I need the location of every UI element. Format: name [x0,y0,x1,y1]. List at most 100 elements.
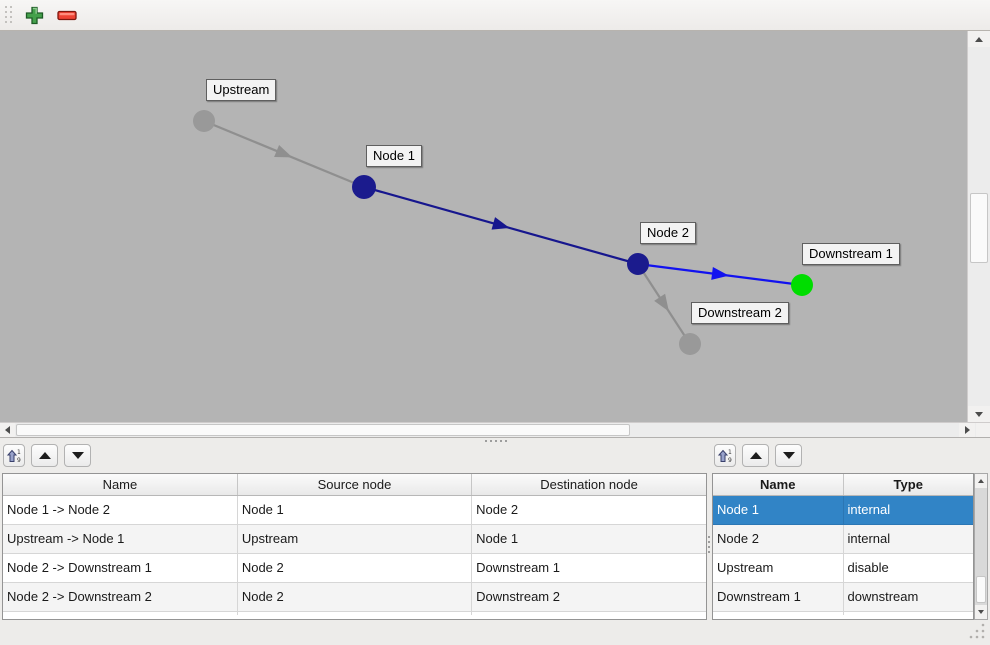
table-cell[interactable]: disable [843,553,973,583]
node-label[interactable]: Downstream 2 [691,302,789,324]
edge-arrow-icon [711,267,729,280]
scrollbar-corner [976,422,990,437]
triangle-up-icon [38,452,51,459]
vertical-scroll-thumb[interactable] [970,193,988,263]
nodes-move-up-button[interactable] [742,444,769,467]
graph-node[interactable] [352,175,376,199]
table-cell[interactable]: Node 2 [237,582,473,612]
table-cell[interactable]: Node 2 [237,553,473,583]
column-header[interactable]: Name [713,474,844,496]
svg-text:1: 1 [728,449,732,456]
table-cell[interactable]: Upstream -> Node 1 [3,524,238,554]
node-label[interactable]: Node 1 [366,145,422,167]
table-cell[interactable]: downstream [843,582,973,612]
graph-node[interactable] [679,333,701,355]
table-cell[interactable]: Node 2 [713,524,844,554]
table-cell[interactable]: Node 2 [471,495,706,525]
window-resize-grip-icon[interactable] [968,622,986,640]
scroll-left-button[interactable] [0,423,15,437]
table-cell[interactable]: Node 1 [237,495,473,525]
svg-text:1: 1 [17,449,21,456]
add-button[interactable] [20,2,48,28]
scroll-down-button[interactable] [968,406,990,422]
toolbar-grip[interactable] [5,6,12,24]
table-cell[interactable]: Node 1 -> Node 2 [3,495,238,525]
triangle-right-icon [964,426,970,434]
table-cell[interactable]: Node 1 [471,524,706,554]
column-header[interactable]: Name [3,474,238,496]
column-header[interactable]: Source node [237,474,473,496]
graph-node[interactable] [791,274,813,296]
graph-node[interactable] [193,110,215,132]
node-label[interactable]: Downstream 1 [802,243,900,265]
triangle-up-icon [975,36,983,42]
triangle-up-icon [749,452,762,459]
graph-node[interactable] [627,253,649,275]
table-cell[interactable]: Upstream [237,524,473,554]
topology-graph [193,110,813,355]
table-cell[interactable]: Upstream [713,553,844,583]
splitter-handle-icon [485,440,507,442]
triangle-down-icon [782,452,795,459]
nodes-sort-button[interactable]: 1 9 [714,444,736,467]
svg-text:9: 9 [17,457,21,464]
minus-icon [57,10,77,20]
edge-arrow-icon [654,293,669,312]
horizontal-splitter[interactable] [0,437,990,444]
triangle-down-icon [975,411,983,417]
column-header[interactable]: Type [843,474,973,496]
nodes-table-scrollbar[interactable] [974,473,988,620]
table-cell[interactable]: Downstream 1 [713,582,844,612]
triangle-left-icon [5,426,10,434]
canvas-vertical-scrollbar[interactable] [967,31,990,422]
horizontal-scroll-thumb[interactable] [16,424,630,436]
scroll-up-button[interactable] [975,474,987,488]
table-cell[interactable]: internal [843,524,973,554]
table-filler-row [3,611,706,615]
node-label[interactable]: Node 2 [640,222,696,244]
vertical-scroll-thumb[interactable] [976,576,986,603]
triangle-up-icon [978,479,984,483]
node-label[interactable]: Upstream [206,79,277,101]
scroll-up-button[interactable] [968,31,990,47]
table-cell[interactable]: Downstream 1 [471,553,706,583]
triangle-down-icon [71,452,84,459]
links-sort-button[interactable]: 1 9 [3,444,25,467]
table-cell[interactable]: Downstream 2 [471,582,706,612]
links-move-down-button[interactable] [64,444,91,467]
table-cell[interactable]: internal [843,495,973,525]
table-cell[interactable]: Node 2 -> Downstream 1 [3,553,238,583]
column-header[interactable]: Destination node [471,474,706,496]
links-panel-toolbar: 1 9 [3,444,91,467]
main-toolbar [0,0,990,31]
scroll-right-button[interactable] [959,423,975,437]
vertical-splitter[interactable] [708,536,710,556]
scroll-down-button[interactable] [975,605,987,619]
nodes-move-down-button[interactable] [775,444,802,467]
table-cell[interactable]: Node 1 [713,495,844,525]
nodes-panel-toolbar: 1 9 [714,444,802,467]
links-move-up-button[interactable] [31,444,58,467]
remove-button[interactable] [53,2,81,28]
canvas-horizontal-scrollbar[interactable] [0,422,976,437]
plus-icon [25,6,43,24]
edge-arrow-icon [491,217,510,230]
table-cell[interactable]: Node 2 -> Downstream 2 [3,582,238,612]
sort-ascending-icon: 1 9 [6,449,21,464]
svg-text:9: 9 [728,457,732,464]
